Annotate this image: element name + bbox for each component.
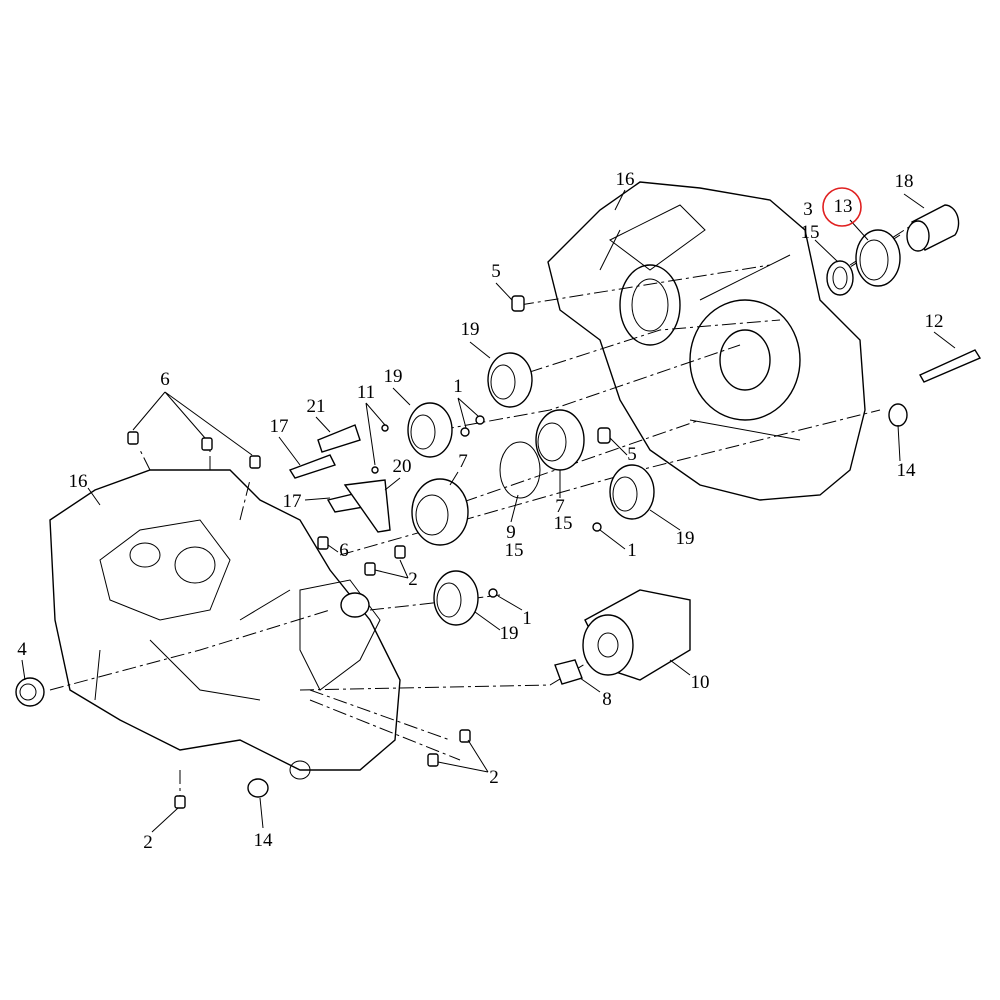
callout-label: 20 — [392, 456, 412, 477]
callout-label: 7 — [458, 451, 468, 472]
callout-label: 11 — [356, 382, 376, 403]
callout-label: 18 — [894, 171, 914, 192]
callout-label: 15 — [504, 540, 524, 561]
callout-label: 14 — [896, 460, 916, 481]
callout-label: 21 — [306, 396, 326, 417]
callout-label: 15 — [800, 222, 820, 243]
callout-label: 1 — [453, 376, 463, 397]
callout-label: 10 — [690, 672, 710, 693]
callout-label: 6 — [339, 540, 349, 561]
callout-label: 2 — [489, 767, 499, 788]
callout-label: 19 — [460, 319, 480, 340]
callout-label: 2 — [143, 832, 153, 853]
callout-label: 12 — [924, 311, 944, 332]
callout-label: 19 — [499, 623, 519, 644]
callout-label: 19 — [383, 366, 403, 387]
callout-label: 9 — [506, 522, 516, 543]
callout-label-highlighted: 13 — [833, 196, 853, 217]
leader-lines — [21, 189, 956, 833]
callout-label: 1 — [627, 540, 637, 561]
highlight-circle — [822, 187, 862, 227]
callout-label: 17 — [282, 491, 302, 512]
right-crankcase — [547, 181, 866, 501]
callout-label: 6 — [160, 369, 170, 390]
left-crankcase — [49, 469, 401, 780]
callout-label: 16 — [615, 169, 635, 190]
small-parts — [127, 295, 982, 809]
callout-label: 15 — [553, 513, 573, 534]
callout-label: 7 — [555, 496, 565, 517]
oil-filter — [554, 589, 691, 685]
callout-label: 5 — [627, 444, 637, 465]
callout-label: 19 — [675, 528, 695, 549]
callout-label: 16 — [68, 471, 88, 492]
callout-label: 2 — [408, 569, 418, 590]
callout-label: 5 — [491, 261, 501, 282]
callout-label: 14 — [253, 830, 273, 851]
callout-label: 3 — [803, 199, 813, 220]
callout-label: 8 — [602, 689, 612, 710]
callout-label: 1 — [522, 608, 532, 629]
callout-label: 17 — [269, 416, 289, 437]
callout-label: 4 — [17, 639, 27, 660]
